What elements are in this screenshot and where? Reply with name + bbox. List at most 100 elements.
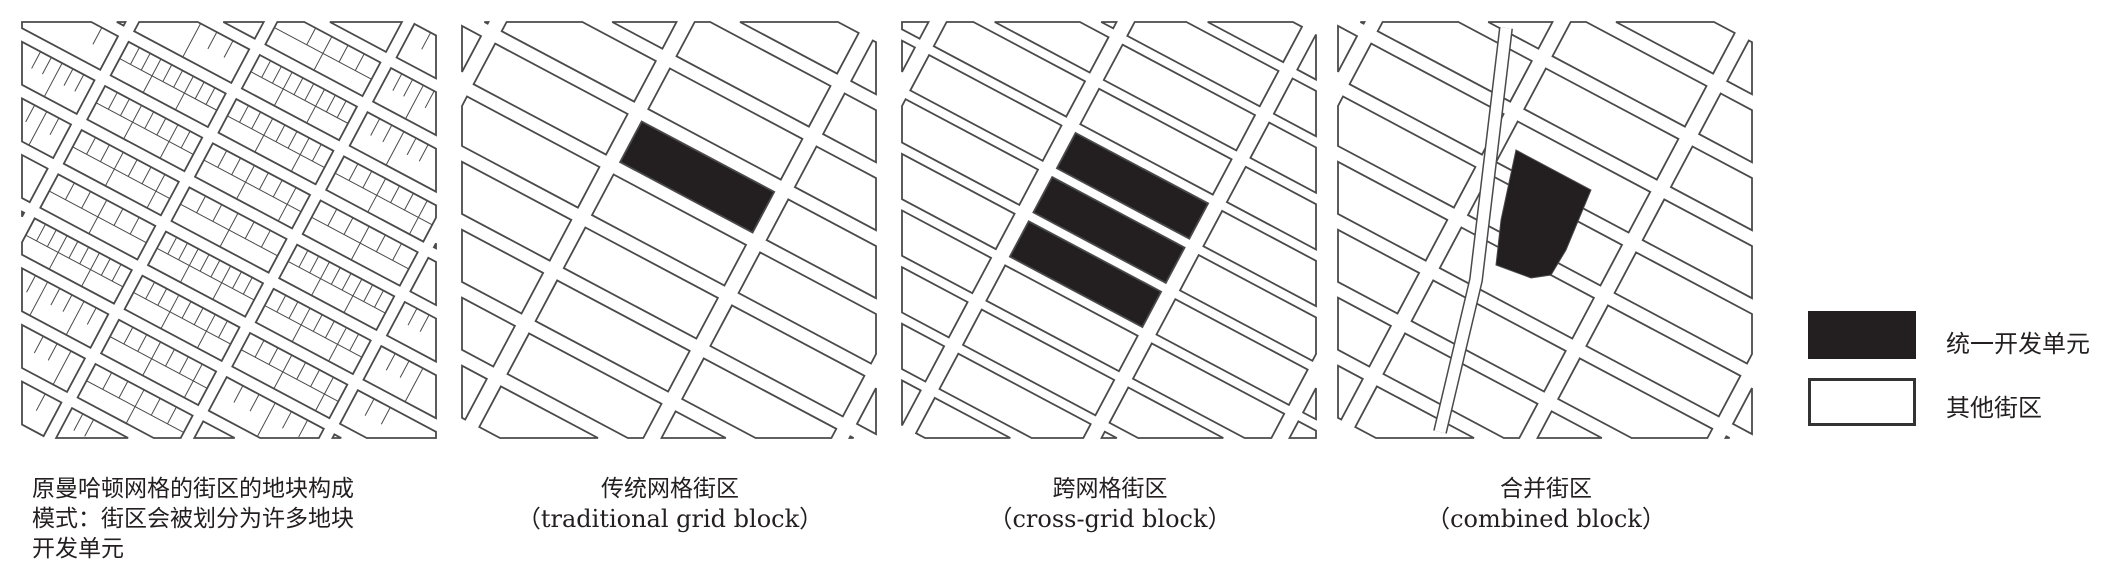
lot-line (95, 102, 194, 155)
lot-line (49, 117, 60, 136)
street-block (901, 97, 1040, 207)
lot-line (46, 229, 57, 247)
lot-line (84, 419, 95, 437)
lot-line (363, 284, 374, 302)
lot-line (334, 172, 433, 226)
lot-line (107, 92, 118, 110)
lot-line (49, 190, 147, 244)
street-block (461, 95, 601, 209)
lot-line (162, 64, 173, 82)
lot-line (157, 288, 168, 306)
street-block (385, 300, 437, 364)
lot-line (26, 275, 36, 293)
street-block (1337, 364, 1365, 421)
street-block (1249, 121, 1317, 195)
lot-line (181, 301, 192, 319)
caption-cn: 跨网格街区 (1052, 476, 1168, 502)
lot-line (403, 79, 413, 97)
lot-line (382, 124, 393, 143)
lot-line (156, 118, 167, 136)
street-block (21, 96, 73, 160)
lot-line (325, 94, 336, 113)
street-block (901, 209, 993, 295)
lot-line (43, 62, 63, 97)
lot-line (419, 314, 430, 332)
street-block (909, 53, 1063, 163)
lot-line (194, 81, 205, 100)
street-block (1731, 387, 1753, 436)
lot-line (348, 163, 359, 181)
lot-line (330, 267, 341, 285)
street-block (1272, 77, 1317, 138)
street-block (472, 42, 629, 156)
street-block (1337, 95, 1477, 209)
street-block (116, 21, 127, 27)
lot-line (41, 57, 52, 75)
lot-line (65, 301, 85, 336)
lot-line (31, 51, 42, 69)
street-block (932, 21, 1087, 118)
street-block (675, 21, 832, 128)
street-block (432, 242, 437, 250)
lot-line (140, 53, 151, 71)
lot-line (199, 254, 210, 272)
street-block (1225, 165, 1317, 251)
lot-line (133, 292, 231, 345)
street-block (765, 198, 877, 300)
caption-traditional: 传统网格街区 （traditional grid block） (460, 474, 880, 534)
lot-line (203, 159, 302, 213)
street-block (331, 433, 342, 439)
lot-line (79, 246, 90, 265)
unified-development-block (1008, 220, 1163, 329)
lot-line (52, 350, 72, 385)
street-block (1337, 24, 1359, 73)
lot-line (324, 320, 335, 339)
lot-line (380, 407, 391, 425)
lot-line (102, 372, 113, 390)
lot-line (74, 74, 85, 92)
lot-line (310, 369, 320, 387)
lot-line (261, 60, 272, 78)
caption-en: （combined block） (1426, 505, 1666, 533)
lot-line (375, 234, 386, 252)
street-block (21, 210, 26, 218)
legend-label-other: 其他街区 (1946, 394, 2042, 422)
street-block (534, 279, 691, 393)
lot-line (86, 137, 96, 155)
street-block (329, 21, 404, 54)
lot-line (212, 204, 223, 222)
street-block (1337, 228, 1421, 315)
street-block (461, 24, 483, 73)
street-block (901, 39, 917, 73)
lot-line (256, 402, 276, 437)
street-block (590, 173, 748, 287)
street-block (821, 92, 877, 164)
lot-line (251, 111, 262, 130)
street-block (362, 344, 437, 420)
lot-line (193, 307, 204, 325)
street-block (793, 145, 877, 232)
street-block (1536, 410, 1603, 439)
caption-cn: 传统网格街区 (601, 476, 739, 502)
lot-line (196, 195, 206, 214)
lot-line (129, 217, 140, 235)
lot-line (210, 260, 221, 278)
street-block (478, 385, 599, 439)
street-block (1100, 21, 1118, 30)
street-block (222, 21, 266, 40)
lot-line (62, 294, 73, 312)
lot-line (244, 221, 255, 239)
street-block (371, 66, 437, 137)
lot-line (264, 305, 363, 358)
lot-line (141, 166, 152, 185)
street-block (21, 217, 134, 305)
street-block (1155, 297, 1309, 407)
lot-line (349, 333, 360, 352)
lot-line (272, 66, 282, 84)
lot-line (173, 70, 183, 88)
caption-combined: 合并街区 （combined block） (1336, 474, 1756, 534)
lot-line (29, 281, 49, 316)
lot-line (309, 255, 320, 274)
lot-line (72, 146, 171, 199)
